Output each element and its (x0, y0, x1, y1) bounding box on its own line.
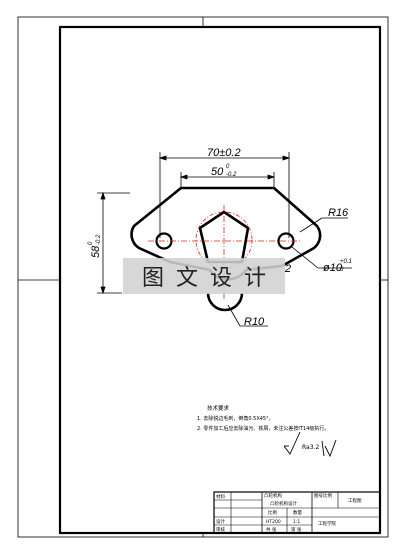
construction-circle (195, 211, 253, 269)
tb-part-name: 凸轮机构 (264, 492, 282, 499)
notes-heading: 技术要求 (207, 404, 230, 412)
dim-50-text: 50 (211, 166, 224, 178)
r16-leader (299, 217, 323, 233)
tb-drawing-number: 图号比例 (314, 492, 332, 499)
r10-leader (227, 304, 241, 327)
dimension-58 (97, 191, 130, 295)
tb-sheets-total: 共 张 (266, 526, 277, 533)
tb-material-label: 材料 (216, 493, 225, 500)
tb-sheet-type: 工程图 (348, 497, 362, 504)
dimension-50 (179, 172, 276, 188)
notes-item-2: 2. 零件加工后应去除油污、铁屑，未注公差按IT14级执行。 (197, 425, 329, 432)
hole-leader (291, 246, 319, 269)
lower-boss-arc (206, 292, 244, 312)
tb-scale-label: 比例 (268, 509, 277, 516)
dim-50-upper: 0 (226, 164, 230, 170)
dim-70-text: 70±0.2 (207, 147, 241, 159)
title-block (213, 491, 381, 534)
tb-checker-label: 审核 (216, 526, 225, 533)
tb-qty-label: 数量 (293, 509, 302, 516)
dim-58-upper: 0 (88, 241, 94, 245)
dim-58-lower: -0.2 (96, 234, 102, 245)
roughness-value: Ra3.2 (302, 444, 319, 451)
tb-designer-label: 设计 (216, 518, 225, 525)
dimension-70 (158, 152, 291, 238)
dim-58-text: 58 (90, 245, 102, 258)
tb-scale-value: 1:1 (293, 519, 300, 525)
hole-dia-upper: +0.1 (340, 259, 352, 265)
tb-school: 工程学院 (318, 520, 336, 527)
hole-dia-lower: 0 (340, 267, 344, 273)
tb-sheet-number: 第 张 (291, 526, 302, 533)
dim-50-lower: -0.2 (226, 172, 237, 178)
watermark-overlay: 图文设计 (123, 258, 285, 294)
notes-item-1: 1. 去除锐边毛刺，倒角0.5X45°。 (197, 415, 274, 422)
partial-radius-text: 2 (284, 263, 291, 275)
hole-dia-text: ø10 (323, 262, 343, 274)
r10-text: R10 (244, 316, 265, 328)
r16-text: R16 (328, 207, 349, 219)
title-block-text: 材料 凸轮机构 图号比例 凸轮机构设计 工程图 比例 数量 设计 HT200 1… (216, 492, 362, 533)
roughness-symbol (283, 431, 337, 458)
watermark-text: 图文设计 (141, 266, 278, 291)
tb-title: 凸轮机构设计 (270, 500, 297, 507)
tb-material-value: HT200 (266, 519, 281, 525)
